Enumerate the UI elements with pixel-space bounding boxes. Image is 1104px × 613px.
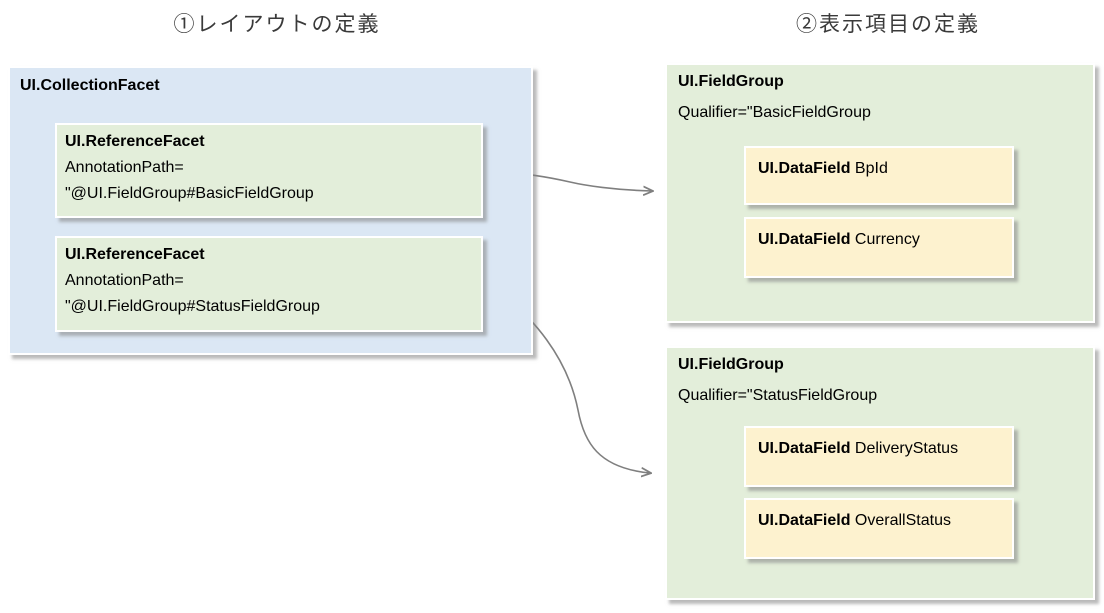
data-field-currency-box: UI.DataField Currency — [744, 217, 1014, 278]
field-group-status-box: UI.FieldGroup Qualifier="StatusFieldGrou… — [665, 346, 1095, 600]
data-field-bpid-label: UI.DataField — [758, 160, 851, 177]
field-group-status-qualifier: Qualifier="StatusFieldGroup — [678, 387, 878, 404]
reference-facet-status-annotationpath: AnnotationPath= — [65, 272, 184, 289]
data-field-deliverystatus-box: UI.DataField DeliveryStatus — [744, 426, 1014, 487]
data-field-overallstatus-value: OverallStatus — [854, 512, 951, 529]
collection-facet-title: UI.CollectionFacet — [20, 77, 160, 94]
field-group-status-title: UI.FieldGroup — [678, 356, 784, 373]
data-field-bpid-box: UI.DataField BpId — [744, 146, 1014, 205]
data-field-currency-label: UI.DataField — [758, 231, 851, 248]
reference-facet-basic-annotationpath: AnnotationPath= — [65, 159, 184, 176]
reference-facet-basic-title: UI.ReferenceFacet — [65, 133, 205, 150]
data-field-deliverystatus-label: UI.DataField — [758, 440, 851, 457]
data-field-overallstatus-box: UI.DataField OverallStatus — [744, 498, 1014, 559]
data-field-bpid-value: BpId — [854, 160, 888, 177]
data-field-currency-value: Currency — [854, 231, 920, 248]
section-title-display-items-definition: ②表示項目の定義 — [796, 12, 980, 36]
collection-facet-box: UI.CollectionFacet UI.ReferenceFacet Ann… — [8, 66, 533, 355]
field-group-basic-qualifier: Qualifier="BasicFieldGroup — [678, 104, 871, 121]
data-field-deliverystatus-value: DeliveryStatus — [854, 440, 959, 457]
field-group-basic-box: UI.FieldGroup Qualifier="BasicFieldGroup… — [665, 63, 1095, 323]
reference-facet-status-title: UI.ReferenceFacet — [65, 246, 205, 263]
section-title-layout-definition: ①レイアウトの定義 — [173, 12, 381, 36]
reference-facet-status-target: "@UI.FieldGroup#StatusFieldGroup — [65, 298, 320, 315]
reference-facet-basic-target: "@UI.FieldGroup#BasicFieldGroup — [65, 185, 314, 202]
reference-facet-basic-box: UI.ReferenceFacet AnnotationPath= "@UI.F… — [55, 123, 483, 218]
reference-facet-status-box: UI.ReferenceFacet AnnotationPath= "@UI.F… — [55, 236, 483, 332]
data-field-overallstatus-label: UI.DataField — [758, 512, 851, 529]
field-group-basic-title: UI.FieldGroup — [678, 73, 784, 90]
